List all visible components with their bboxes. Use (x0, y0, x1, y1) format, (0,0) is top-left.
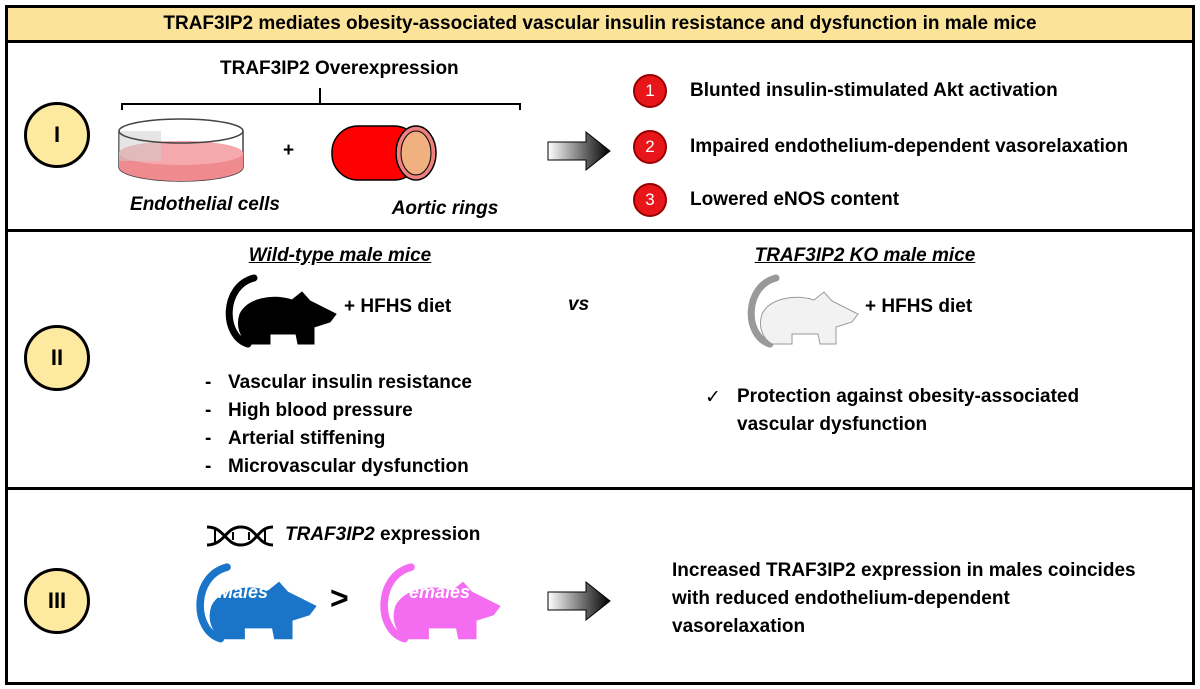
wt-diet-label: + HFHS diet (344, 296, 452, 317)
ko-label: TRAF3IP2 KO male mice (754, 245, 976, 266)
outcome-1-text: Blunted insulin-stimulated Akt activatio… (690, 80, 1058, 101)
grey-mouse-icon (740, 272, 860, 352)
outcome-2-badge: 2 (633, 130, 667, 164)
ko-diet-label: + HFHS diet (865, 296, 973, 317)
ko-effect-line-2: vascular dysfunction (737, 414, 928, 435)
overexpression-heading: TRAF3IP2 Overexpression (220, 58, 459, 79)
pink-mouse-icon (372, 560, 502, 648)
check-icon: ✓ (705, 387, 721, 408)
effect-item: Arterial stiffening (228, 428, 386, 449)
dash: - (205, 400, 212, 421)
bracket-icon (121, 88, 521, 110)
aortic-rings-label: Aortic rings (391, 198, 499, 219)
female-mouse: Females (372, 560, 502, 648)
diagram-title: TRAF3IP2 mediates obesity-associated vas… (5, 5, 1195, 43)
section-1-numeral: I (24, 102, 90, 168)
divider (5, 487, 1195, 490)
outcome-3-text: Lowered eNOS content (690, 189, 900, 210)
ko-effect-line-1: Protection against obesity-associated (737, 386, 1080, 407)
gene-name: TRAF3IP2 (285, 524, 375, 545)
endothelial-cells-label: Endothelial cells (130, 194, 280, 215)
conclusion-line-3: vasorelaxation (672, 616, 806, 637)
section-3-numeral: III (24, 568, 90, 634)
section-2-numeral: II (24, 325, 90, 391)
dash: - (205, 372, 212, 393)
wild-type-label: Wild-type male mice (248, 245, 432, 266)
outcome-1-badge: 1 (633, 74, 667, 108)
male-mouse: Males (188, 560, 318, 648)
black-mouse-icon (218, 272, 338, 352)
conclusion-line-2: with reduced endothelium-dependent (672, 588, 1010, 609)
males-label: Males (218, 582, 269, 602)
females-label: Females (398, 582, 471, 602)
aortic-ring-icon (331, 125, 437, 181)
outcome-3-badge: 3 (633, 183, 667, 217)
dash: - (205, 428, 212, 449)
vs-label: vs (568, 294, 590, 315)
greater-than-sign: > (330, 580, 349, 616)
arrow-right-icon (547, 580, 611, 622)
expression-label: expression (380, 524, 481, 545)
conclusion-line-1: Increased TRAF3IP2 expression in males c… (672, 560, 1136, 581)
dash: - (205, 456, 212, 477)
effect-item: Microvascular dysfunction (228, 456, 469, 477)
effect-item: Vascular insulin resistance (228, 372, 472, 393)
effect-item: High blood pressure (228, 400, 413, 421)
outcome-2-text: Impaired endothelium-dependent vasorelax… (690, 136, 1129, 157)
blue-mouse-icon (188, 560, 318, 648)
arrow-right-icon (547, 130, 611, 172)
dna-icon (206, 525, 274, 547)
plus-sign: + (283, 140, 295, 161)
culture-dish-icon (118, 118, 244, 182)
divider (5, 229, 1195, 232)
